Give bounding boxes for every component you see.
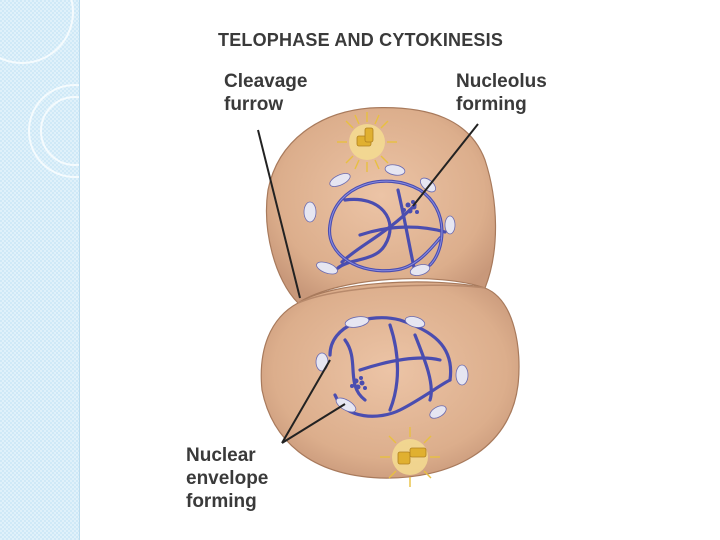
cleavage-furrow-label-line2: furrow xyxy=(224,93,307,116)
nucleolus-label-line2: forming xyxy=(456,93,547,116)
nuclear-envelope-label-line2: envelope xyxy=(186,467,268,490)
nuclear-envelope-label: Nuclear envelope forming xyxy=(186,444,268,513)
nucleolus-label-line1: Nucleolus xyxy=(456,70,547,93)
nucleolus-label: Nucleolus forming xyxy=(456,70,547,116)
nuclear-envelope-label-line3: forming xyxy=(186,490,268,513)
lower-centrosome xyxy=(380,427,440,487)
nuclear-envelope-label-line1: Nuclear xyxy=(186,444,268,467)
diagram-title: TELOPHASE AND CYTOKINESIS xyxy=(218,30,503,51)
cleavage-furrow-label: Cleavage furrow xyxy=(224,70,307,116)
cleavage-furrow-label-line1: Cleavage xyxy=(224,70,307,93)
lower-daughter-cell xyxy=(261,282,519,478)
upper-centrosome xyxy=(337,112,397,172)
